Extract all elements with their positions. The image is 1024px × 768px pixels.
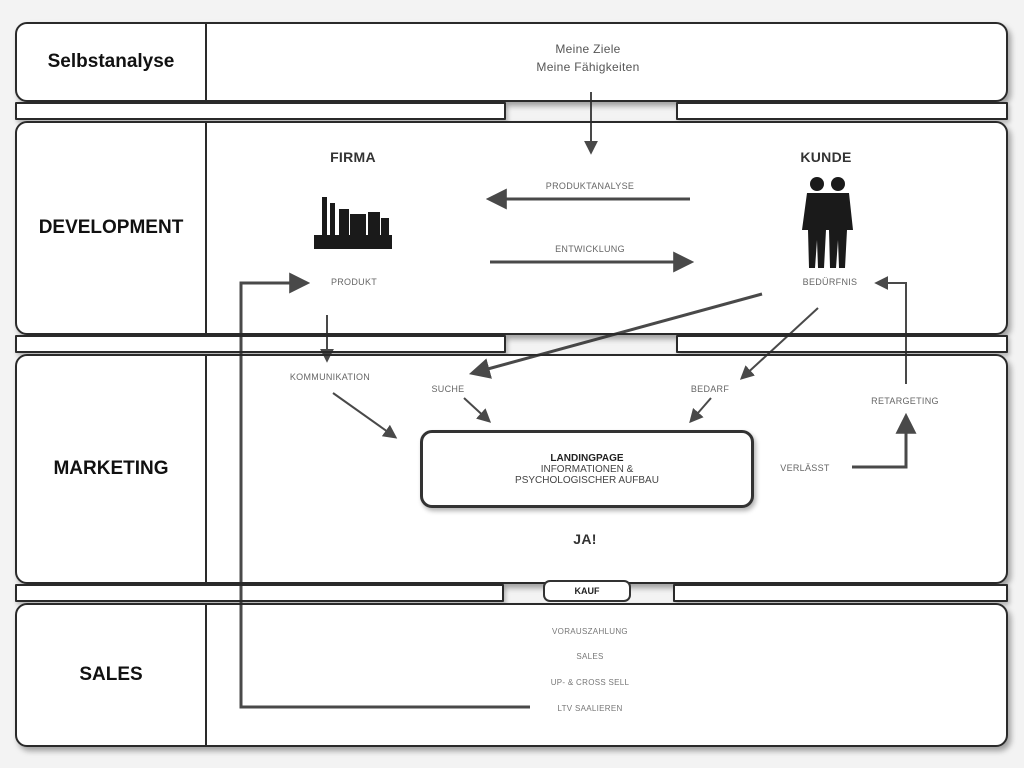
landingpage-line-2: INFORMATIONEN & [540, 463, 634, 475]
band-label-selbstanalyse: Selbstanalyse [47, 51, 175, 72]
bedurfnis-label: BEDÜRFNIS [802, 277, 858, 287]
connector-bar-right-2 [676, 335, 1008, 353]
produkt-label: PRODUKT [330, 277, 378, 287]
connector-bar-right-1 [676, 102, 1008, 120]
entwicklung-label: ENTWICKLUNG [555, 244, 625, 254]
kunde-label: KUNDE [800, 149, 852, 165]
band-label-sales: SALES [79, 664, 143, 685]
band-divider [205, 356, 207, 582]
connector-bar-left-2 [15, 335, 506, 353]
band-divider [205, 605, 207, 745]
sales-item-vorauszahlung: VORAUSZAHLUNG [552, 627, 628, 636]
connector-bar-left-1 [15, 102, 506, 120]
sales-item-upsell: UP- & CROSS SELL [550, 678, 630, 687]
ja-label: JA! [573, 531, 597, 547]
bedarf-label: BEDARF [690, 384, 730, 394]
band-label-development: DEVELOPMENT [38, 217, 184, 238]
landingpage-line-3: PSYCHOLOGISCHER AUFBAU [515, 474, 659, 486]
band-divider [205, 24, 207, 100]
selbstanalyse-faehigkeiten: Meine Fähigkeiten [536, 60, 640, 74]
firma-label: FIRMA [330, 149, 376, 165]
connector-bar-right-3 [673, 584, 1008, 602]
suche-label: SUCHE [431, 384, 465, 394]
kauf-label: KAUF [574, 586, 600, 596]
retargeting-label: RETARGETING [871, 396, 939, 406]
produktanalyse-label: PRODUKTANALYSE [545, 181, 635, 191]
band-sales: SALES [15, 603, 1008, 747]
kommunikation-label: KOMMUNIKATION [289, 372, 371, 382]
kauf-box: KAUF [543, 580, 631, 602]
band-divider [205, 123, 207, 333]
verlassen-label: VERLÄSST [780, 463, 830, 473]
landingpage-box: LANDINGPAGE INFORMATIONEN & PSYCHOLOGISC… [420, 430, 754, 508]
selbstanalyse-ziele: Meine Ziele [555, 42, 621, 56]
sales-item-sales: SALES [576, 652, 604, 661]
band-selbstanalyse: Selbstanalyse [15, 22, 1008, 102]
connector-bar-left-3 [15, 584, 504, 602]
band-label-marketing: MARKETING [53, 458, 169, 479]
landingpage-title: LANDINGPAGE [550, 452, 624, 464]
sales-item-ltv: LTV SAALIEREN [557, 704, 623, 713]
